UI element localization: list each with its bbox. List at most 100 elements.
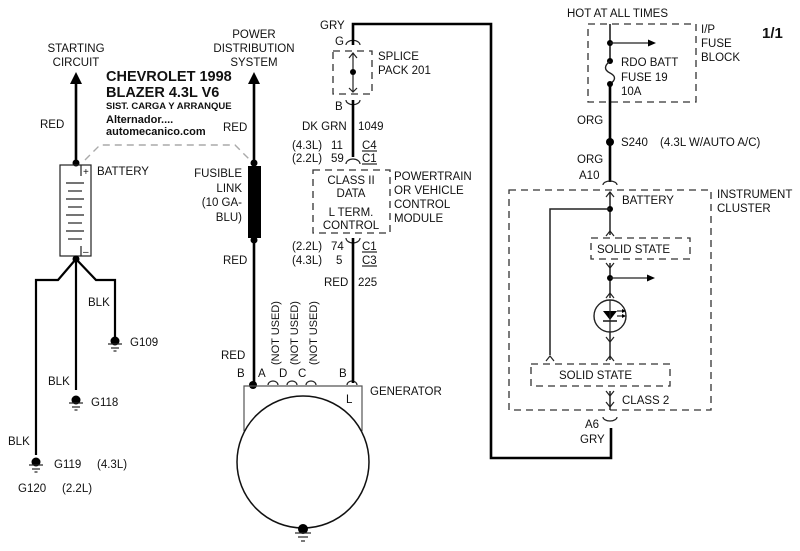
ground-icon [108, 336, 122, 352]
pcm-in-pin-2: 59 [331, 153, 344, 165]
fusible-link-node-top [250, 159, 258, 167]
generator-ground-icon [295, 524, 311, 542]
solid-state-1: SOLID STATE [597, 244, 670, 256]
circuit-1049: 1049 [358, 121, 384, 133]
generator-label: GENERATOR [370, 386, 442, 398]
splice-pack-line1: SPLICE [378, 51, 419, 63]
power-dist-line3: SYSTEM [230, 57, 277, 69]
splice-s240-note: (4.3L W/AUTO A/C) [660, 137, 760, 149]
fusible-link-line2: LINK [216, 183, 242, 195]
starting-circuit-line1: STARTING [47, 43, 104, 55]
ground-label-g118: G118 [91, 397, 118, 409]
arrow-right-icon [648, 39, 656, 47]
splice-pack-line2: PACK 201 [378, 65, 431, 77]
cluster-pin-a6: A6 [585, 419, 599, 431]
pcm-out-engine-2: (4.3L) [292, 255, 322, 267]
cluster-internal-wire [549, 208, 610, 355]
circuit-225: 225 [358, 277, 377, 289]
pcm-name-3: CONTROL [394, 199, 451, 211]
wire-label-org-2: ORG [577, 154, 603, 166]
generator-b-terminal [249, 381, 257, 389]
generator-housing [243, 385, 363, 431]
wire-label-org-1: ORG [577, 115, 603, 127]
connector-arc [345, 158, 361, 165]
wire-label-red-fl: RED [223, 255, 247, 267]
wire-ground-g109[interactable] [75, 258, 117, 337]
wire-gry-class2[interactable] [351, 22, 613, 460]
title-line3: SIST. CARGA Y ARRANQUE [106, 101, 232, 112]
wire-label-red-start: RED [40, 119, 64, 131]
splice-arrow [348, 52, 358, 59]
fusible-link-line3: (10 GA- [202, 197, 242, 209]
arrow-up-icon [70, 72, 82, 84]
solid-state-2: SOLID STATE [559, 370, 632, 382]
not-used-pin-a: (NOT USED) [270, 301, 282, 365]
cluster-arrow [605, 355, 615, 362]
pcm-in-engine-1: (4.3L) [292, 140, 322, 152]
title-line2: BLAZER 4.3L V6 [106, 85, 219, 101]
wire-label-gry-bottom: GRY [580, 434, 605, 446]
splice-s240-label: S240 [621, 137, 648, 149]
pcm-out-engine-1: (2.2L) [292, 241, 322, 253]
cluster-pin-a10: A10 [579, 170, 599, 182]
generator-pin-c: C [298, 368, 306, 380]
ground-icon [29, 457, 43, 473]
connector-arc [602, 180, 618, 186]
pcm-name-1: POWERTRAIN [394, 171, 472, 183]
pcm-in-engine-2: (2.2L) [292, 153, 322, 165]
pcm-out-pin-1: 74 [331, 241, 344, 253]
power-dist-line1: POWER [232, 29, 275, 41]
title-line1: CHEVROLET 1998 [106, 69, 232, 85]
wire-label-dk-grn: DK GRN [302, 121, 347, 133]
wire-label-red-225: RED [324, 277, 348, 289]
fuse-rating: 10A [621, 86, 642, 98]
fuse-block-name-2: FUSE [701, 38, 732, 50]
ground-wire-label-g109: BLK [88, 297, 110, 309]
pcm-box [312, 169, 391, 234]
wire-ground-g119[interactable] [34, 258, 77, 455]
battery-label: BATTERY [97, 166, 149, 178]
cluster-arrow [605, 336, 615, 343]
wire-label-red-gen: RED [221, 350, 245, 362]
cluster-arrow [605, 401, 615, 408]
connector-arc [602, 416, 618, 422]
title-line4: Alternador.... [106, 114, 173, 126]
fuse-block-name-1: I/P [701, 24, 715, 36]
splice-arrow [348, 87, 358, 93]
fuse-symbol [604, 60, 616, 85]
battery-minus: – [83, 247, 89, 258]
fuse-block-name-3: BLOCK [701, 52, 740, 64]
shared-bracket [84, 144, 251, 161]
power-dist-line2: DISTRIBUTION [213, 43, 294, 55]
pcm-out-conn-1: C1 [362, 241, 377, 253]
ground-icon [69, 395, 83, 411]
pcm-inner-3: L TERM. [329, 207, 374, 219]
generator-symbol [236, 395, 370, 529]
wire-label-gry-top: GRY [320, 20, 345, 32]
pcm-inner-4: CONTROL [323, 220, 380, 232]
hot-at-all-times: HOT AT ALL TIMES [567, 8, 668, 20]
arrow-up-icon [248, 72, 260, 84]
pcm-inner-1: CLASS II [327, 175, 374, 187]
cluster-name-2: CLUSTER [717, 203, 771, 215]
ground-wire-label-g118: BLK [48, 376, 70, 388]
cluster-battery-label: BATTERY [622, 195, 674, 207]
solid-state-box-2 [530, 363, 671, 387]
generator-pin-b-right: B [339, 368, 347, 380]
wire-label-red-pds: RED [223, 122, 247, 134]
pcm-in-conn-1: C4 [362, 140, 377, 152]
pcm-in-pin-1: 11 [331, 140, 343, 152]
not-used-pin-d: (NOT USED) [289, 301, 301, 365]
cluster-arrow [605, 292, 615, 299]
cluster-arrow [605, 230, 615, 237]
page-number: 1/1 [762, 25, 783, 42]
ground-label-g119: G119 [54, 459, 81, 471]
ground-note-g120: (2.2L) [62, 483, 92, 495]
class-2-label: CLASS 2 [622, 395, 669, 407]
pcm-name-4: MODULE [394, 213, 444, 225]
fusible-link-symbol [248, 166, 261, 238]
fusible-link-line1: FUSIBLE [194, 168, 242, 180]
connector-pin-arcs [267, 380, 358, 386]
